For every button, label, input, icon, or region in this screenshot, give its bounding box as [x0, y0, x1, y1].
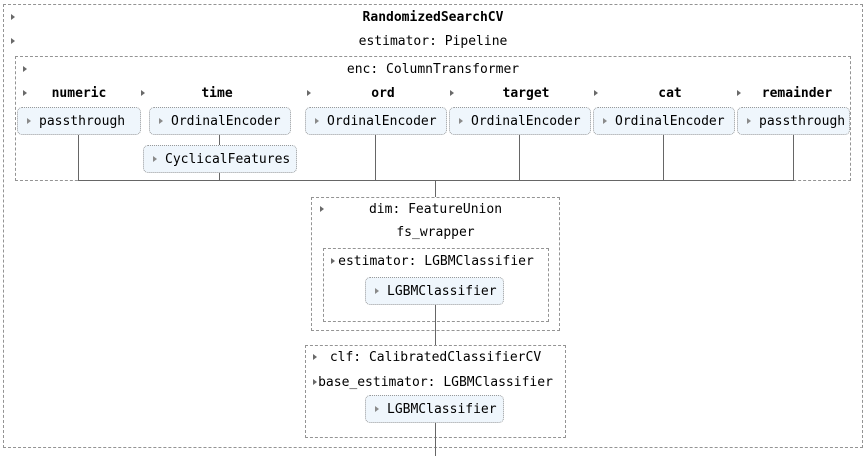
estimator-box-ord-ordinal-encoder[interactable]: OrdinalEncoder — [305, 107, 447, 135]
column-header-cat: cat — [658, 86, 682, 101]
connector-line-remainder — [793, 135, 794, 181]
expand-caret-icon-column-transformer[interactable] — [23, 66, 27, 72]
base-estimator-label: base_estimator: LGBMClassifier — [318, 375, 553, 390]
estimator-box-target-ordinal-encoder[interactable]: OrdinalEncoder — [449, 107, 591, 135]
calibrated-classifier-cv-title: clf: CalibratedClassifierCV — [329, 350, 542, 365]
expand-caret-icon-cat-ordinal-encoder[interactable] — [603, 118, 607, 124]
connector-line-cat — [663, 135, 664, 181]
expand-caret-icon-remainder-passthrough[interactable] — [747, 118, 751, 124]
expand-caret-icon-numeric-passthrough[interactable] — [27, 118, 31, 124]
estimator-label: OrdinalEncoder — [171, 113, 281, 129]
feature-union-subtitle: fs_wrapper — [396, 225, 475, 240]
connector-line-target — [519, 135, 520, 181]
estimator-label: LGBMClassifier — [387, 401, 497, 417]
connector-line-column-transformer-bus — [78, 180, 794, 181]
expand-caret-icon-column-ord[interactable] — [307, 90, 311, 96]
expand-caret-icon-column-cat[interactable] — [594, 90, 598, 96]
expand-caret-icon-calibrated-lgbm-classifier[interactable] — [375, 406, 379, 412]
column-header-remainder: remainder — [761, 86, 833, 101]
expand-caret-icon-time-ordinal-encoder[interactable] — [159, 118, 163, 124]
estimator-label: OrdinalEncoder — [327, 113, 437, 129]
expand-caret-icon-target-ordinal-encoder[interactable] — [459, 118, 463, 124]
expand-caret-icon-pipeline[interactable] — [11, 38, 15, 44]
estimator-label: CyclicalFeatures — [165, 151, 291, 167]
feature-union-title: dim: FeatureUnion — [368, 202, 503, 217]
estimator-label: OrdinalEncoder — [471, 113, 581, 129]
estimator-box-time-ordinal-encoder[interactable]: OrdinalEncoder — [149, 107, 291, 135]
estimator-label: LGBMClassifier — [387, 283, 497, 299]
column-header-numeric: numeric — [51, 86, 107, 101]
expand-caret-icon-column-time[interactable] — [141, 90, 145, 96]
column-header-target: target — [502, 86, 550, 101]
expand-caret-icon-feature-union[interactable] — [320, 206, 324, 212]
expand-caret-icon-time-cyclical-features[interactable] — [153, 156, 157, 162]
feature-union-estimator-title: estimator: LGBMClassifier — [338, 254, 534, 269]
feature-union-estimator-container[interactable] — [323, 248, 549, 322]
expand-caret-icon-ord-ordinal-encoder[interactable] — [315, 118, 319, 124]
connector-line-to-feature-union — [435, 181, 436, 197]
estimator-box-cat-ordinal-encoder[interactable]: OrdinalEncoder — [593, 107, 735, 135]
randomized-search-cv-container[interactable] — [3, 4, 863, 448]
estimator-box-time-cyclical-features[interactable]: CyclicalFeatures — [143, 145, 297, 173]
connector-line-to-calibrated — [435, 331, 436, 345]
connector-line-time-lower — [219, 173, 220, 181]
estimator-box-numeric-passthrough[interactable]: passthrough — [17, 107, 141, 135]
expand-caret-icon-fu-lgbm-classifier[interactable] — [375, 288, 379, 294]
expand-caret-icon-randomized-search[interactable] — [11, 14, 15, 20]
connector-line-calibrated-lgbm-down — [435, 423, 436, 456]
connector-line-time-upper — [219, 135, 220, 145]
expand-caret-icon-base-estimator[interactable] — [313, 379, 317, 385]
expand-caret-icon-column-target[interactable] — [450, 90, 454, 96]
expand-caret-icon-column-remainder[interactable] — [737, 90, 741, 96]
connector-line-ord — [375, 135, 376, 181]
expand-caret-icon-calibrated-classifier[interactable] — [313, 354, 317, 360]
expand-caret-icon-column-numeric[interactable] — [23, 90, 27, 96]
column-transformer-title: enc: ColumnTransformer — [346, 62, 520, 77]
pipeline-estimator-label: estimator: Pipeline — [358, 34, 508, 49]
connector-line-fu-lgbm-down — [435, 305, 436, 331]
estimator-label: passthrough — [759, 113, 846, 129]
expand-caret-icon-fu-estimator[interactable] — [331, 258, 335, 264]
estimator-label: OrdinalEncoder — [615, 113, 725, 129]
estimator-box-fu-lgbm-classifier[interactable]: LGBMClassifier — [365, 277, 504, 305]
randomized-search-cv-title: RandomizedSearchCV — [362, 10, 504, 25]
column-header-time: time — [201, 86, 233, 101]
estimator-box-calibrated-lgbm-classifier[interactable]: LGBMClassifier — [365, 395, 504, 423]
estimator-box-remainder-passthrough[interactable]: passthrough — [737, 107, 850, 135]
estimator-label: passthrough — [39, 113, 126, 129]
connector-line-numeric — [78, 135, 79, 181]
column-header-ord: ord — [371, 86, 395, 101]
